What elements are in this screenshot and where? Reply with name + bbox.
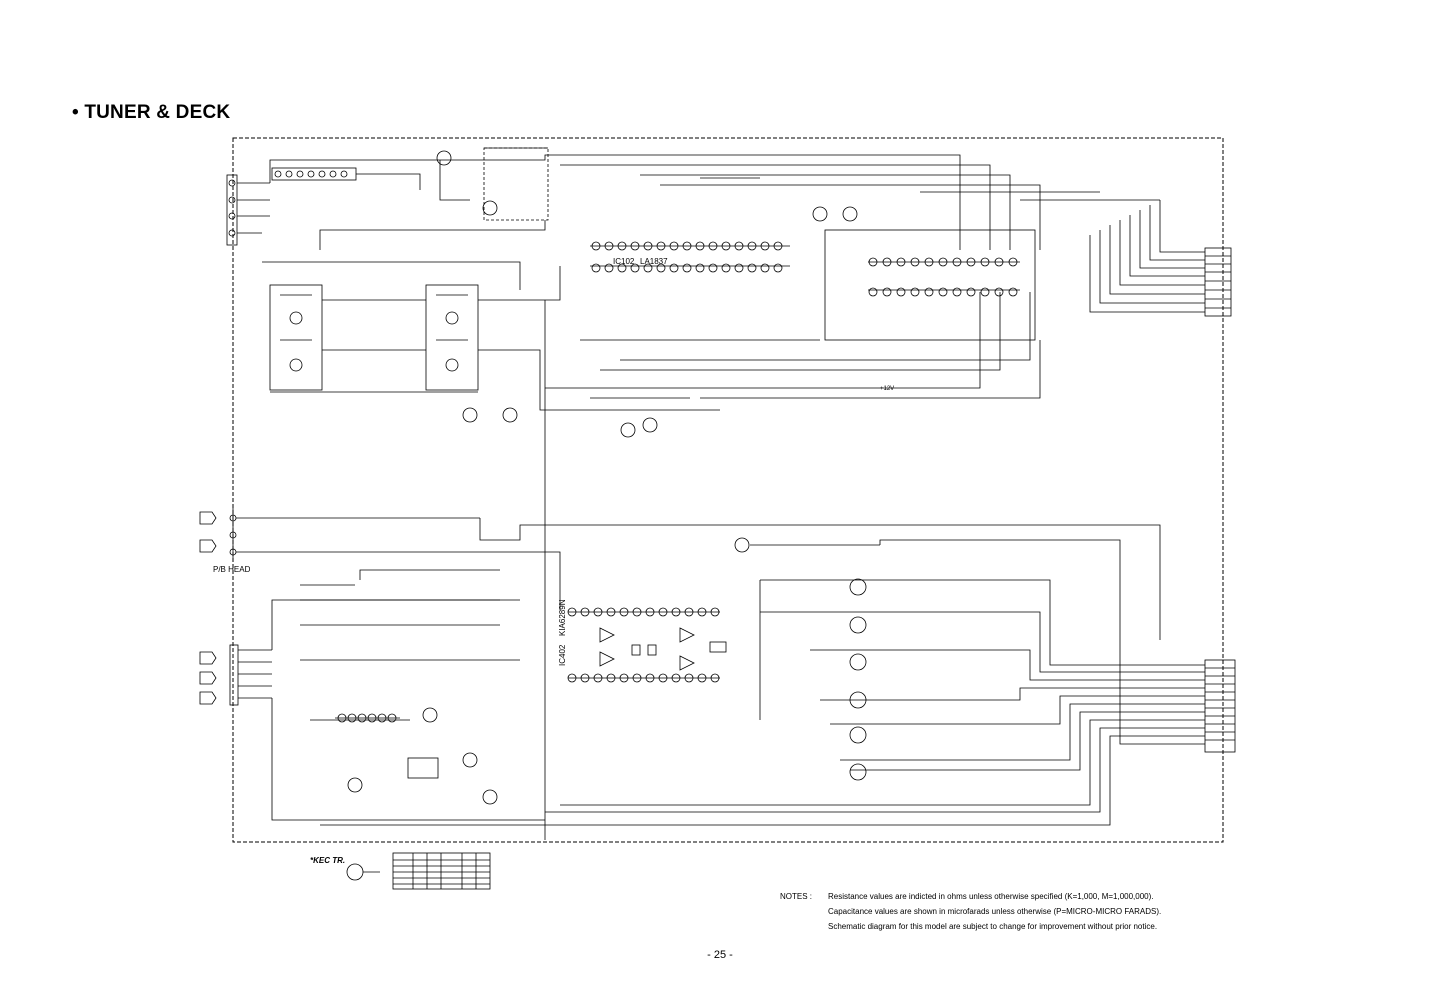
antenna-connector bbox=[226, 174, 270, 246]
supply-12v-label: +12V bbox=[880, 386, 894, 392]
stereo-decoder-ic bbox=[824, 229, 1036, 341]
if-transformers bbox=[269, 284, 479, 391]
ic402-ref: IC402 bbox=[558, 644, 567, 666]
pb-head-connector bbox=[199, 505, 1161, 640]
deck-output-transistors bbox=[347, 537, 867, 805]
notes-label: NOTES : bbox=[780, 892, 813, 901]
notes-line-resistance: Resistance values are indicted in ohms u… bbox=[828, 892, 1154, 901]
section-title: • TUNER & DECK bbox=[72, 102, 231, 123]
page-number: - 25 - bbox=[707, 949, 733, 961]
tuner-output-bus bbox=[920, 191, 1232, 317]
tuner-transistors bbox=[436, 150, 858, 438]
schematic-border bbox=[232, 137, 1224, 843]
mode-switch bbox=[335, 713, 439, 779]
kec-legend-table bbox=[392, 852, 491, 890]
ic402-part: KIA6289N bbox=[558, 599, 567, 636]
ic402-block bbox=[567, 607, 727, 683]
notes-line-change: Schematic diagram for this model are sub… bbox=[828, 922, 1158, 931]
ic102-block bbox=[590, 241, 790, 273]
kec-legend-symbol bbox=[346, 863, 380, 881]
ic102-ref: IC102 bbox=[613, 257, 635, 266]
kec-legend-label: *KEC TR. bbox=[310, 856, 345, 865]
tuner-pack bbox=[271, 167, 357, 181]
notes-line-capacitance: Capacitance values are shown in microfar… bbox=[828, 907, 1162, 916]
rec-head-connector bbox=[199, 599, 545, 821]
ic102-part: LA1837 bbox=[640, 257, 668, 266]
pb-head-label: P/B HEAD bbox=[213, 565, 251, 574]
